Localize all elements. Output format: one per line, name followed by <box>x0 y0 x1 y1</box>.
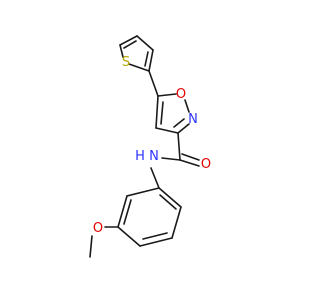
bond-phenyl-3 <box>139 237 173 247</box>
bond-o-methyl <box>89 235 93 258</box>
ring-oxygen-atom-label: O <box>176 87 186 102</box>
ring-nitrogen-atom-label: N <box>188 112 198 127</box>
bond-c5-o <box>157 93 177 97</box>
bond-o-n <box>184 99 190 113</box>
bond-phenyl-1 <box>158 187 182 208</box>
bond-phenyl-inner-1 <box>159 194 177 210</box>
bond-carbonyl-o-1 <box>179 159 200 167</box>
bond-layer <box>89 35 200 258</box>
bond-phenyl-inner-2 <box>142 232 168 240</box>
bond-carbonyl-o-2 <box>181 153 200 161</box>
bond-phenyl-2 <box>171 206 182 239</box>
bond-phenyl-inner-3 <box>123 199 132 225</box>
bond-c2-c3 <box>148 49 154 72</box>
bond-thiophene-isoxazole <box>148 70 159 97</box>
molecule-structure: S O N H N O O <box>89 35 211 258</box>
sulfur-atom-label: S <box>122 55 130 70</box>
bond-c3-carbonyl <box>177 132 181 161</box>
bond-carbonyl-nh <box>161 157 181 161</box>
bond-c3-c4 <box>136 35 154 51</box>
bond-n-c3-inner <box>173 118 185 128</box>
amide-nitrogen-atom-label: N <box>149 149 159 164</box>
bond-c3-c4 <box>155 127 179 134</box>
bond-c4-c5-inner <box>160 101 164 125</box>
bond-phenyl-6 <box>126 187 160 197</box>
bond-c5-s <box>119 44 124 58</box>
bond-n-c3 <box>177 123 190 134</box>
carbonyl-oxygen-atom-label: O <box>201 157 211 172</box>
amide-hydrogen-label: H <box>135 149 145 164</box>
bond-phenyl-5 <box>117 195 128 228</box>
bond-nh-phenyl <box>150 167 160 189</box>
bond-c4-c5 <box>119 35 138 46</box>
bond-c4-c5 <box>155 95 159 129</box>
bond-c4-c5-inner <box>123 40 137 49</box>
bond-s-c2 <box>128 63 150 72</box>
bond-c2-c3-inner <box>144 51 149 67</box>
bond-phenyl-4 <box>117 226 141 247</box>
methoxy-oxygen-atom-label: O <box>93 221 103 236</box>
